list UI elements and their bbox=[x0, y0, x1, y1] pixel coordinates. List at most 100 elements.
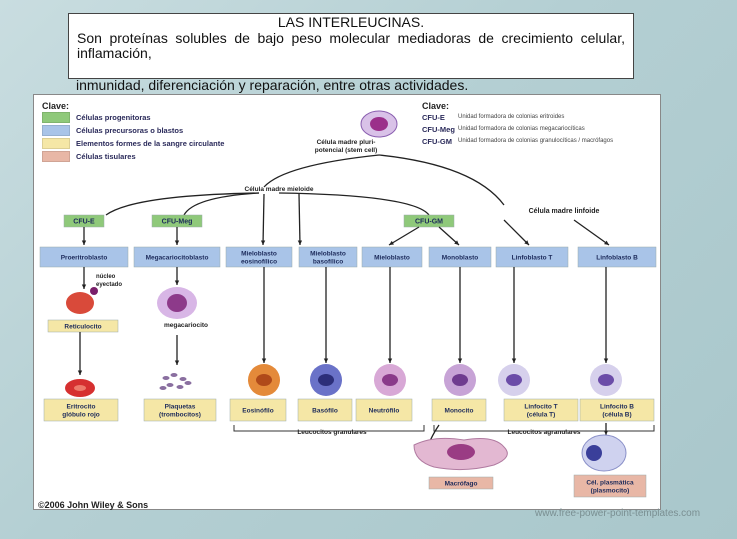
platelet-shape bbox=[170, 373, 178, 377]
final-cell-6-label: Linfocito T(célula T) bbox=[524, 404, 557, 419]
arrow-megakaryocyte-head bbox=[174, 360, 180, 365]
key-abbreviation: CFU-GM bbox=[422, 136, 452, 146]
blast-0-label: Proeritroblasto bbox=[61, 255, 108, 262]
final-cell-1-box bbox=[143, 398, 217, 422]
legend-swatch bbox=[42, 112, 70, 123]
lymphoid-stem-label: Célula madre linfoide bbox=[529, 208, 600, 215]
arrow-cfu-e-head bbox=[81, 240, 87, 245]
macrophage-box bbox=[428, 476, 494, 490]
key-description: Unidad formadora de colonias eritroides bbox=[458, 114, 565, 120]
macrophage-label: Macrófago bbox=[445, 481, 478, 488]
ejected-nucleus-shape bbox=[90, 287, 98, 295]
final-cell-7-label: Linfocito B(célula B) bbox=[600, 404, 634, 419]
platelet-shape bbox=[159, 386, 167, 390]
arrow-to-cell-0-head bbox=[261, 358, 267, 363]
branch-to-cfu-meg bbox=[183, 192, 260, 216]
legend-swatch bbox=[42, 138, 70, 149]
blast-7-label: Linfoblasto B bbox=[596, 255, 638, 262]
megakaryocyte-label: megacariocito bbox=[164, 322, 208, 329]
final-cell-2-label: Eosinófilo bbox=[242, 408, 273, 415]
cell-3-nucleus bbox=[452, 374, 468, 386]
arrow-to-cell-2-head bbox=[387, 358, 393, 363]
legend-right-title: Clave: bbox=[422, 101, 450, 111]
watermark: www.free-power-point-templates.com bbox=[535, 508, 701, 519]
legend-label: Células progenitoras bbox=[76, 113, 151, 122]
platelet-shape bbox=[184, 381, 192, 385]
plasma-cell-shape bbox=[581, 434, 627, 472]
legend-left-row: Células progenitoras bbox=[42, 111, 224, 124]
arrow-to-cell-5-head bbox=[603, 358, 609, 363]
cfu-e-label: CFU-E bbox=[73, 219, 95, 226]
final-cell-6-box bbox=[503, 398, 579, 422]
arrow-lymph-t bbox=[503, 219, 530, 246]
final-cell-3-label: Basófilo bbox=[312, 408, 338, 415]
legend-left-title: Clave: bbox=[42, 101, 70, 111]
cell-1-nucleus bbox=[318, 374, 334, 386]
legend-label: Células precursoras o blastos bbox=[76, 126, 184, 135]
legend-swatch bbox=[42, 125, 70, 136]
arrow-reticulocyte-head bbox=[77, 370, 83, 375]
erythrocyte-center bbox=[74, 385, 86, 391]
cell-5-nucleus bbox=[598, 374, 614, 386]
platelet-shape bbox=[166, 383, 174, 387]
blast-3-box bbox=[298, 246, 358, 268]
arrow-cfu-gm-a bbox=[388, 226, 420, 246]
arrow-to-cell-4-head bbox=[511, 358, 517, 363]
arrow-lymph-b bbox=[573, 219, 610, 246]
final-cell-0-box bbox=[43, 398, 119, 422]
arrow-lymph-b-head bbox=[604, 240, 609, 245]
branch-to-lymphoid bbox=[378, 154, 505, 206]
blast-4-label: Mieloblasto bbox=[374, 255, 410, 262]
key-abbreviation: CFU-E bbox=[422, 112, 445, 122]
cell-2-nucleus bbox=[382, 374, 398, 386]
cfu-gm-box bbox=[403, 214, 455, 228]
arrow-to-cell-1-head bbox=[323, 358, 329, 363]
agranular-bracket bbox=[433, 425, 655, 432]
final-cell-5-label: Monocito bbox=[445, 408, 474, 415]
arrow-to-baso-blast-head bbox=[297, 240, 303, 245]
macrophage-nucleus bbox=[447, 444, 475, 460]
slide-body-overflow: inmunidad, diferenciación y reparación, … bbox=[76, 77, 469, 93]
megakaryocyte-nucleus bbox=[167, 294, 187, 312]
branch-to-cfu-gm bbox=[278, 192, 430, 216]
arrow-cfu-gm-a-head bbox=[389, 240, 394, 245]
legend-label: Elementos formes de la sangre circulante bbox=[76, 139, 225, 148]
legend-swatch bbox=[42, 151, 70, 162]
platelet-shape bbox=[162, 376, 170, 380]
final-cell-3-box bbox=[297, 398, 353, 422]
arrow-to-eos-blast bbox=[262, 193, 265, 246]
cell-4-nucleus bbox=[506, 374, 522, 386]
agranular-group-label: Leucocitos agranulares bbox=[508, 429, 581, 436]
arrow-megablast-head bbox=[174, 280, 180, 285]
arrow-to-eos-blast-head bbox=[260, 240, 266, 245]
slide-title: LAS INTERLEUCINAS. bbox=[277, 14, 425, 30]
blast-6-box bbox=[495, 246, 569, 268]
arrow-to-cell-3-head bbox=[457, 358, 463, 363]
hematopoiesis-diagram: Célula madre pluri-potencial (stem cell)… bbox=[39, 110, 657, 498]
platelet-shape bbox=[179, 377, 187, 381]
key-description: Unidad formadora de colonias granulocíti… bbox=[458, 138, 614, 144]
final-cell-5-box bbox=[431, 398, 487, 422]
legend-left-row: Elementos formes de la sangre circulante bbox=[42, 137, 224, 150]
legend-right-row: CFU-GM Unidad formadora de colonias granu… bbox=[422, 135, 658, 147]
stem-cell-nucleus bbox=[370, 117, 388, 131]
legend-label: Células tisulares bbox=[76, 152, 136, 161]
slide-body-text: Son proteínas solubles de bajo peso mole… bbox=[77, 30, 625, 61]
arrow-cfu-gm-b-head bbox=[454, 240, 459, 245]
stem-cell-label: Célula madre pluri-potencial (stem cell) bbox=[315, 139, 378, 154]
legend-right: Clave: CFU-E Unidad formadora de colonias… bbox=[422, 101, 658, 147]
plasma-cell-label: Cél. plasmática(plasmocito) bbox=[586, 480, 634, 495]
arrow-proery-head bbox=[81, 284, 87, 289]
legend-right-row: CFU-E Unidad formadora de colonias eritro… bbox=[422, 111, 658, 123]
branch-to-myeloid bbox=[263, 154, 380, 188]
key-abbreviation: CFU-Meg bbox=[422, 124, 455, 134]
reticulocyte-box bbox=[47, 319, 119, 333]
blast-2-box bbox=[225, 246, 293, 268]
final-cell-7-box bbox=[579, 398, 655, 422]
arrow-to-baso-blast bbox=[298, 193, 301, 246]
